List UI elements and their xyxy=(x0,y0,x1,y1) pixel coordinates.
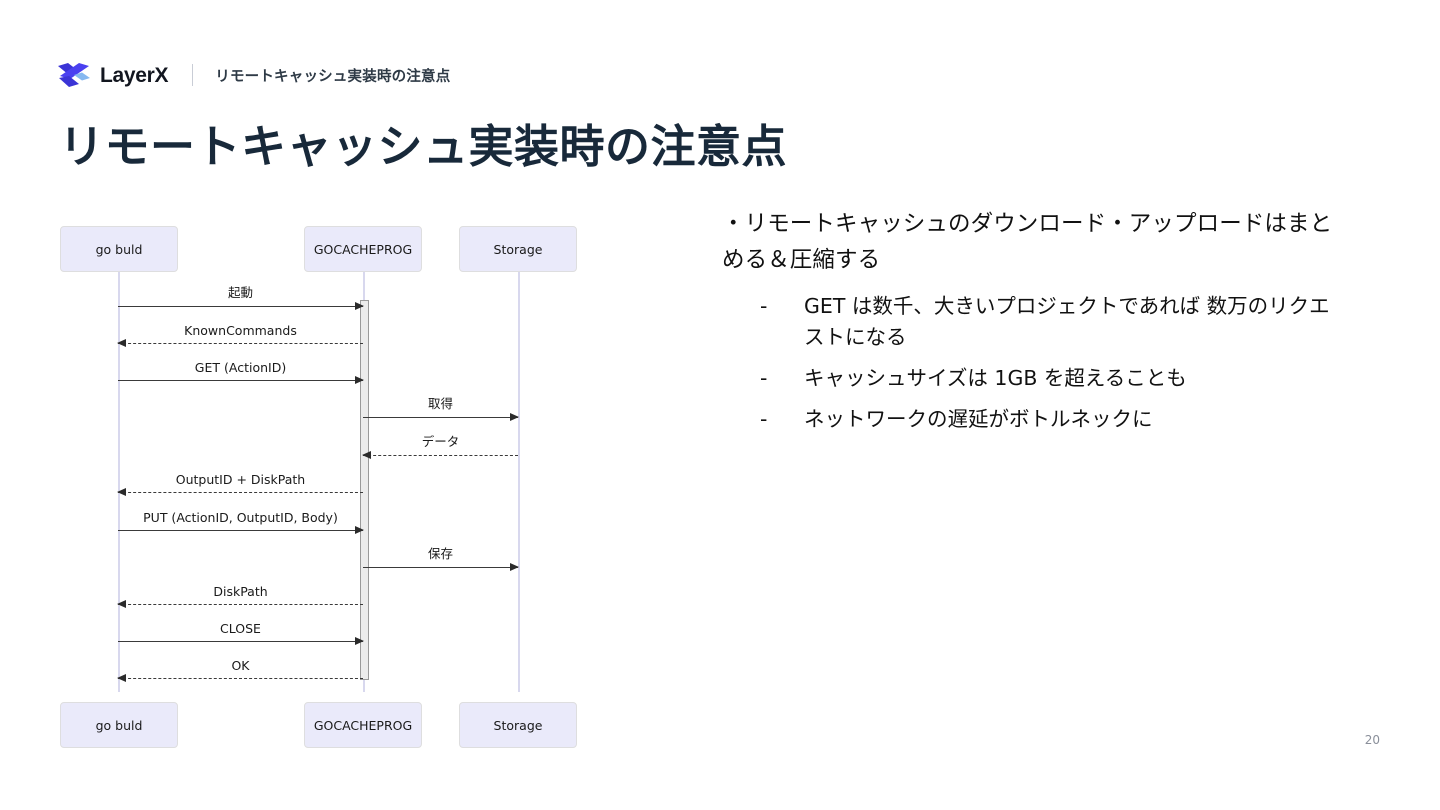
message-arrow: KnownCommands xyxy=(117,323,363,347)
message-line xyxy=(118,492,363,493)
content-right-column: ・リモートキャッシュのダウンロード・アップロードはまとめる＆圧縮する - GET は… xyxy=(722,206,1342,446)
message-label: DiskPath xyxy=(213,584,268,599)
message-arrow: DiskPath xyxy=(117,584,363,608)
message-arrow: CLOSE xyxy=(118,621,364,645)
sub-bullet-item: - GET は数千、大きいプロジェクトであれば 数万のリクエストになる xyxy=(760,291,1342,353)
lifeline-gobuild xyxy=(118,272,120,692)
page-title: リモートキャッシュ実装時の注意点 xyxy=(59,121,788,172)
message-line xyxy=(118,604,363,605)
message-label: CLOSE xyxy=(220,621,261,636)
message-line xyxy=(118,678,363,679)
arrow-head-icon xyxy=(117,339,126,347)
actor-box-storage: Storage xyxy=(459,226,577,272)
message-line xyxy=(363,567,518,568)
actor-box-footer-storage: Storage xyxy=(459,702,577,748)
message-label: 取得 xyxy=(427,396,453,411)
arrow-head-icon xyxy=(510,563,519,571)
message-line xyxy=(118,306,363,307)
sub-bullet-text: ネットワークの遅延がボトルネックに xyxy=(804,407,1153,432)
sub-bullet-marker: - xyxy=(760,366,768,391)
arrow-head-icon xyxy=(117,674,126,682)
actor-box-footer-gobuild: go buld xyxy=(60,702,178,748)
sub-bullet-item: - キャッシュサイズは 1GB を超えることも xyxy=(760,363,1342,394)
arrow-head-icon xyxy=(355,637,364,645)
actor-box-footer-gocacheprog: GOCACHEPROG xyxy=(304,702,422,748)
actor-box-gobuild: go buld xyxy=(60,226,178,272)
message-label: 起動 xyxy=(227,285,253,300)
page-number: 20 xyxy=(1364,733,1380,747)
message-label: データ xyxy=(421,434,460,449)
lifeline-storage xyxy=(518,272,520,692)
message-arrow: OK xyxy=(117,658,363,682)
message-label: OutputID + DiskPath xyxy=(175,472,306,487)
message-label: OK xyxy=(231,658,250,673)
arrow-head-icon xyxy=(355,526,364,534)
activation-bar-gocacheprog xyxy=(360,300,369,680)
sub-bullet-marker: - xyxy=(760,293,768,318)
message-line xyxy=(118,530,363,531)
arrow-head-icon xyxy=(117,600,126,608)
slide-header: LayerX リモートキャッシュ実装時の注意点 xyxy=(57,59,450,91)
message-line xyxy=(363,455,518,456)
message-line xyxy=(118,343,363,344)
message-arrow: 保存 xyxy=(363,546,519,571)
arrow-head-icon xyxy=(355,302,364,310)
message-line xyxy=(363,417,518,418)
message-label: PUT (ActionID, OutputID, Body) xyxy=(143,510,338,525)
message-line xyxy=(118,641,363,642)
message-arrow: OutputID + DiskPath xyxy=(117,472,363,496)
sub-bullet-list: - GET は数千、大きいプロジェクトであれば 数万のリクエストになる - キャッシュ… xyxy=(722,291,1342,436)
message-arrow: データ xyxy=(362,434,518,459)
brand-name: LayerX xyxy=(100,64,169,87)
arrow-head-icon xyxy=(510,413,519,421)
message-arrow: 取得 xyxy=(363,396,519,421)
header-subtitle: リモートキャッシュ実装時の注意点 xyxy=(215,68,451,85)
bullet-main: ・リモートキャッシュのダウンロード・アップロードはまとめる＆圧縮する xyxy=(722,211,1333,274)
sub-bullet-text: GET は数千、大きいプロジェクトであれば 数万のリクエストになる xyxy=(804,293,1330,350)
message-label: GET (ActionID) xyxy=(194,360,287,375)
message-arrow: PUT (ActionID, OutputID, Body) xyxy=(118,510,364,534)
message-label: 保存 xyxy=(427,546,453,561)
sub-bullet-text: キャッシュサイズは 1GB を超えることも xyxy=(804,366,1187,391)
arrow-head-icon xyxy=(117,488,126,496)
message-label: KnownCommands xyxy=(184,323,297,338)
arrow-head-icon xyxy=(355,376,364,384)
header-divider xyxy=(192,64,194,86)
arrow-head-icon xyxy=(362,451,371,459)
message-arrow: 起動 xyxy=(118,285,364,310)
actor-box-gocacheprog: GOCACHEPROG xyxy=(304,226,422,272)
message-arrow: GET (ActionID) xyxy=(118,360,364,384)
message-line xyxy=(118,380,363,381)
sub-bullet-marker: - xyxy=(760,407,768,432)
sub-bullet-item: - ネットワークの遅延がボトルネックに xyxy=(760,404,1342,435)
layerx-x-mark-icon xyxy=(57,62,91,88)
